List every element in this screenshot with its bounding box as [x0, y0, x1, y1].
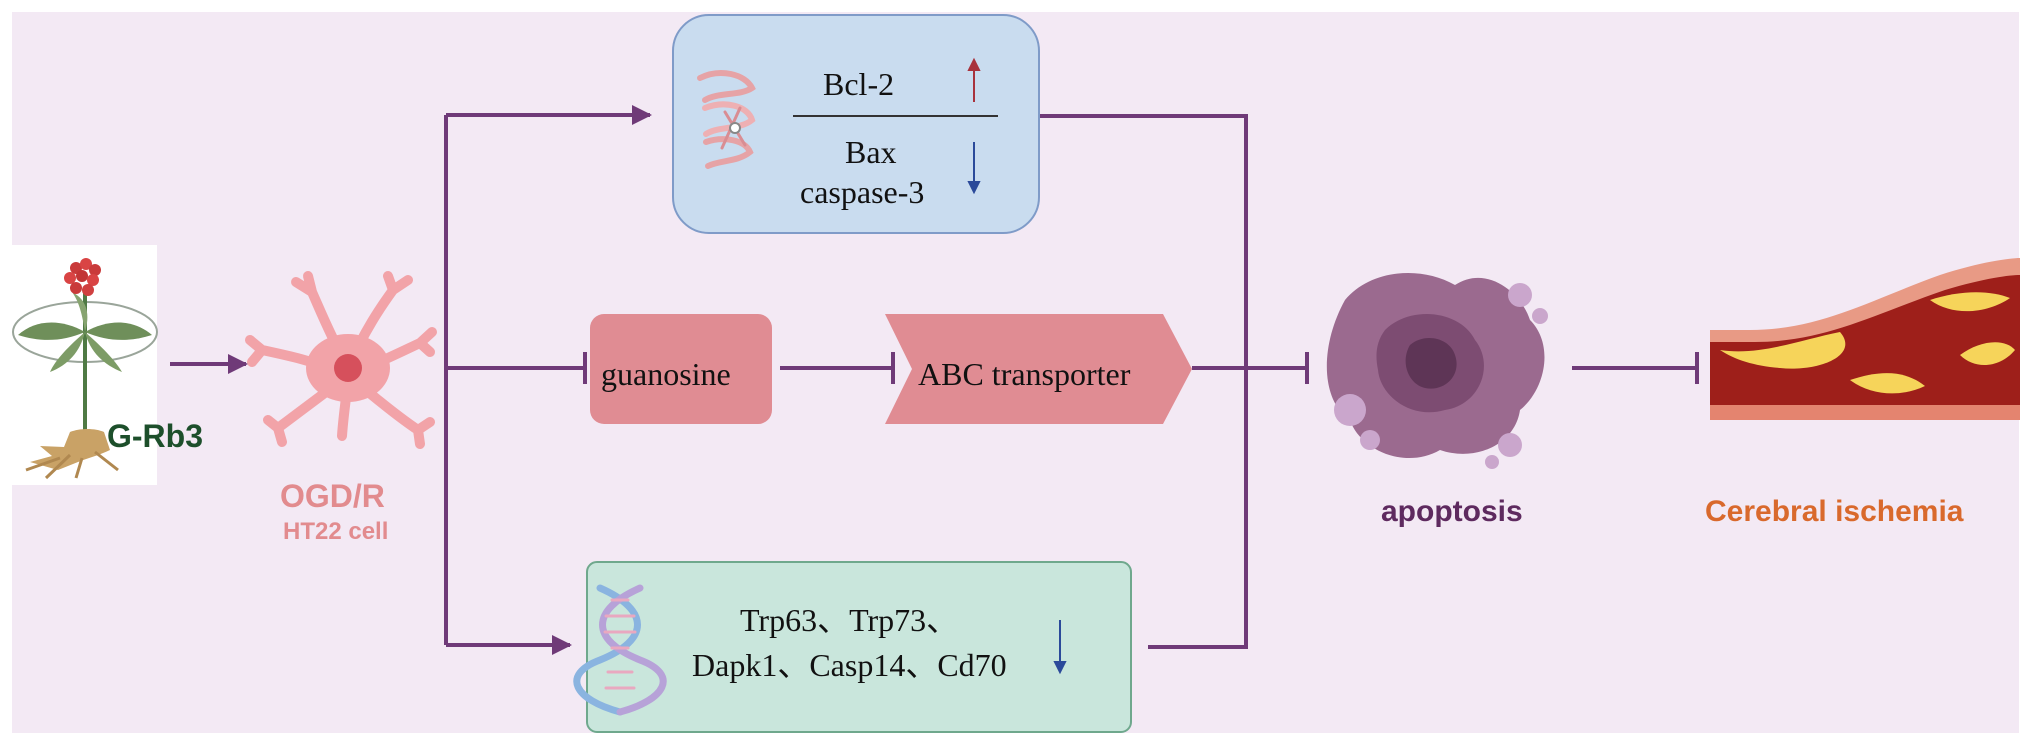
up-arrow-icon — [967, 57, 981, 102]
pathway-lines — [170, 105, 1699, 655]
genes-line-1: Trp63、Trp73、 — [740, 602, 959, 638]
neuron-nucleus — [334, 354, 362, 382]
apoptosis-label: apoptosis — [1381, 495, 1523, 528]
model-label: OGD/R — [280, 478, 385, 514]
guanosine-label: guanosine — [601, 356, 731, 392]
ginseng-plant-icon — [12, 245, 158, 485]
dna-helix-icon — [573, 584, 667, 716]
down-arrow-icon — [1053, 620, 1067, 675]
drug-label: G-Rb3 — [107, 418, 203, 454]
blood-vessel-icon — [1710, 258, 2020, 420]
genes-line-2: Dapk1、Casp14、Cd70 — [692, 647, 1007, 683]
gene-box — [586, 561, 1132, 733]
bax-label: Bax — [845, 134, 897, 170]
down-arrow-icon — [967, 142, 981, 195]
protein-structure-icon — [697, 70, 756, 169]
caspase3-label: caspase-3 — [800, 174, 925, 210]
bcl2-label: Bcl-2 — [823, 66, 895, 102]
cell-label: HT22 cell — [283, 518, 389, 545]
apoptotic-cell-icon — [1326, 273, 1548, 469]
guanosine-box — [590, 314, 772, 424]
abc-transporter-label: ABC transporter — [918, 356, 1131, 392]
protein-box — [672, 14, 1040, 234]
abc-transporter-box — [885, 314, 1192, 424]
outcome-label: Cerebral ischemia — [1705, 495, 1964, 528]
